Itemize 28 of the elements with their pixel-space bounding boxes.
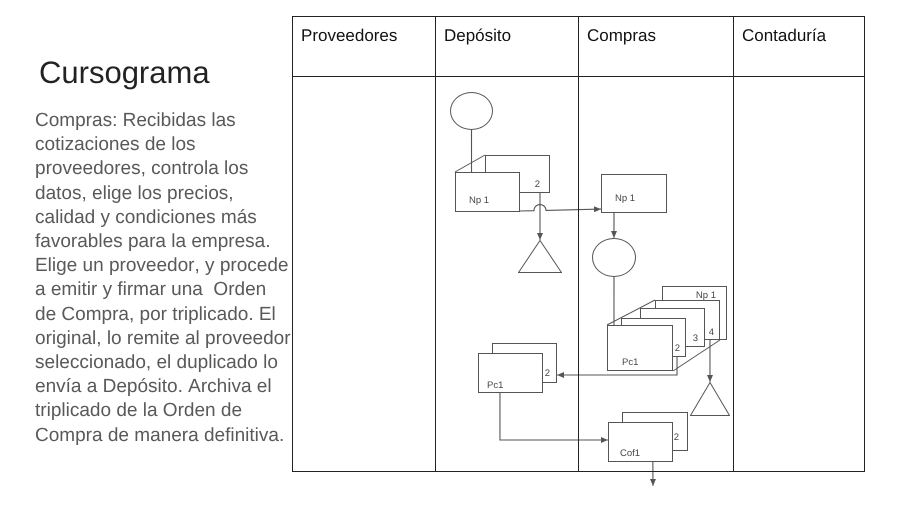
- lane-header: Depósito: [436, 17, 578, 77]
- document-sheet: Pc1: [607, 325, 673, 371]
- circle-symbol: [592, 238, 636, 277]
- connector-line: [470, 130, 472, 172]
- triangle-symbol: [518, 240, 562, 273]
- arrow: [707, 340, 713, 382]
- arrow: [611, 213, 617, 238]
- page-title: Cursograma: [39, 55, 210, 91]
- lane-header: Proveedores: [293, 17, 435, 77]
- swimlane: [435, 16, 579, 472]
- arrow: [499, 393, 608, 443]
- document-sheet: Np 1: [601, 174, 667, 213]
- swimlane: [733, 16, 865, 472]
- connector-line: [613, 277, 615, 325]
- arrow: [650, 462, 656, 486]
- arrow: [537, 193, 543, 240]
- swimlane: [292, 16, 436, 472]
- arrow: [520, 204, 602, 212]
- document-sheet: Np 1: [455, 172, 520, 212]
- swimlane: [578, 16, 734, 472]
- lane-header: Contaduría: [734, 17, 864, 77]
- triangle-symbol: [690, 382, 730, 416]
- document-sheet: Pc1: [478, 353, 543, 393]
- description-text: Compras: Recibidas las cotizaciones de los proveedores, controla los datos, elige los precios, calidad y condiciones más favorables para la empresa. Elige un proveedor, y procede a emitir y firmar una Orden de Compra, por triplicado. El original, lo remite al proveedor seleccionado, el duplicado lo envía a Depósito. Archiva el triplicado de la Orden de Compra de manera definitiva.: [35, 109, 291, 448]
- lane-header: Compras: [579, 17, 733, 77]
- arrow: [557, 357, 678, 378]
- circle-symbol: [450, 92, 493, 130]
- document-sheet: Cof1: [608, 422, 673, 462]
